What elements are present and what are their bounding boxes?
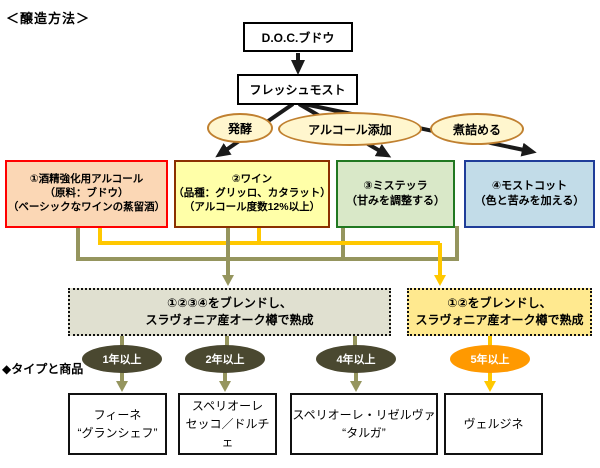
fresh-most-label: フレッシュモスト xyxy=(249,83,346,97)
fresh-most-box: フレッシュモスト xyxy=(237,74,358,105)
ingredient3-line1: ③ミステッラ xyxy=(363,180,428,193)
ingredient-box-wine: ②ワイン （品種：グリッロ、カタラット） （アルコール度数12%以上） xyxy=(173,160,331,228)
ingredient-box-fortifying-alcohol: ①酒精強化用アルコール （原料：ブドウ） （ベーシックなワインの蒸留酒） xyxy=(5,160,168,228)
ingredient1-line3: （ベーシックなワインの蒸留酒） xyxy=(7,200,166,213)
fermentation-ellipse: 発酵 xyxy=(207,113,273,143)
alcohol-addition-ellipse: アルコール添加 xyxy=(278,112,422,146)
ingredient2-line2: （品種：グリッロ、カタラット） xyxy=(173,187,331,200)
aging-5years-label: 5年以上 xyxy=(470,354,510,366)
blend-left-line2: スラヴォニア産オーク樽で熟成 xyxy=(145,313,314,327)
doc-grape-box: D.O.C.ブドウ xyxy=(243,22,353,52)
doc-grape-label: D.O.C.ブドウ xyxy=(261,30,335,45)
ingredient1-line2: （原料：ブドウ） xyxy=(44,187,129,200)
alcohol-addition-label: アルコール添加 xyxy=(308,122,392,137)
ingredient2-line1: ②ワイン xyxy=(231,173,273,186)
aging-1year-label: 1年以上 xyxy=(102,354,142,366)
product-fine-line1: フィーネ xyxy=(93,408,142,422)
aging-badge-1year: 1年以上 xyxy=(82,345,162,373)
product-riserva-line2: “タルガ” xyxy=(342,426,386,440)
boil-down-ellipse: 煮詰める xyxy=(430,113,524,145)
aging-badge-4years: 4年以上 xyxy=(316,345,396,373)
product-box-superiore: スペリオーレ セッコ／ドルチェ xyxy=(178,393,277,455)
blend-box-one-two: ①②をブレンドし、 スラヴォニア産オーク樽で熟成 xyxy=(407,288,592,336)
blend-box-all-four: ①②③④をブレンドし、 スラヴォニア産オーク樽で熟成 xyxy=(68,288,391,336)
ingredient1-line1: ①酒精強化用アルコール xyxy=(29,173,144,186)
product-riserva-line1: スペリオーレ・リゼルヴァ xyxy=(292,408,436,422)
page-title: ＜醸造方法＞ xyxy=(6,11,91,26)
product-fine-line2: “グランシェフ” xyxy=(77,426,158,440)
product-vergine-line1: ヴェルジネ xyxy=(463,417,524,431)
ingredient3-line2: （甘みを調整する） xyxy=(346,195,445,207)
ingredient4-line2: （色と苦みを加える） xyxy=(474,195,585,207)
boil-down-label: 煮詰める xyxy=(452,122,501,137)
product-box-fine: フィーネ “グランシェフ” xyxy=(68,393,167,455)
fermentation-label: 発酵 xyxy=(227,121,252,136)
aging-badge-5years: 5年以上 xyxy=(450,345,530,373)
product-superiore-line1: スペリオーレ xyxy=(191,399,264,413)
aging-2years-label: 2年以上 xyxy=(205,354,245,366)
blend-right-line1: ①②をブレンドし、 xyxy=(447,296,552,311)
ingredient2-line3: （アルコール度数12%以上） xyxy=(183,200,321,213)
type-and-products-label: ◆タイプと商品 xyxy=(2,362,84,376)
aging-4years-label: 4年以上 xyxy=(336,354,376,366)
blend-right-line2: スラヴォニア産オーク樽で熟成 xyxy=(415,313,584,327)
product-superiore-line2: セッコ／ドルチェ xyxy=(185,417,270,449)
product-box-vergine: ヴェルジネ xyxy=(444,393,543,455)
blend-left-line1: ①②③④をブレンドし、 xyxy=(167,296,292,311)
product-box-superiore-riserva: スペリオーレ・リゼルヴァ “タルガ” xyxy=(290,393,438,455)
aging-badge-2years: 2年以上 xyxy=(185,345,265,373)
ingredient-box-mistella: ③ミステッラ （甘みを調整する） xyxy=(336,160,455,228)
ingredient-box-mosto-cotto: ④モストコット （色と苦みを加える） xyxy=(464,160,595,228)
ingredient4-line1: ④モストコット xyxy=(491,180,568,193)
